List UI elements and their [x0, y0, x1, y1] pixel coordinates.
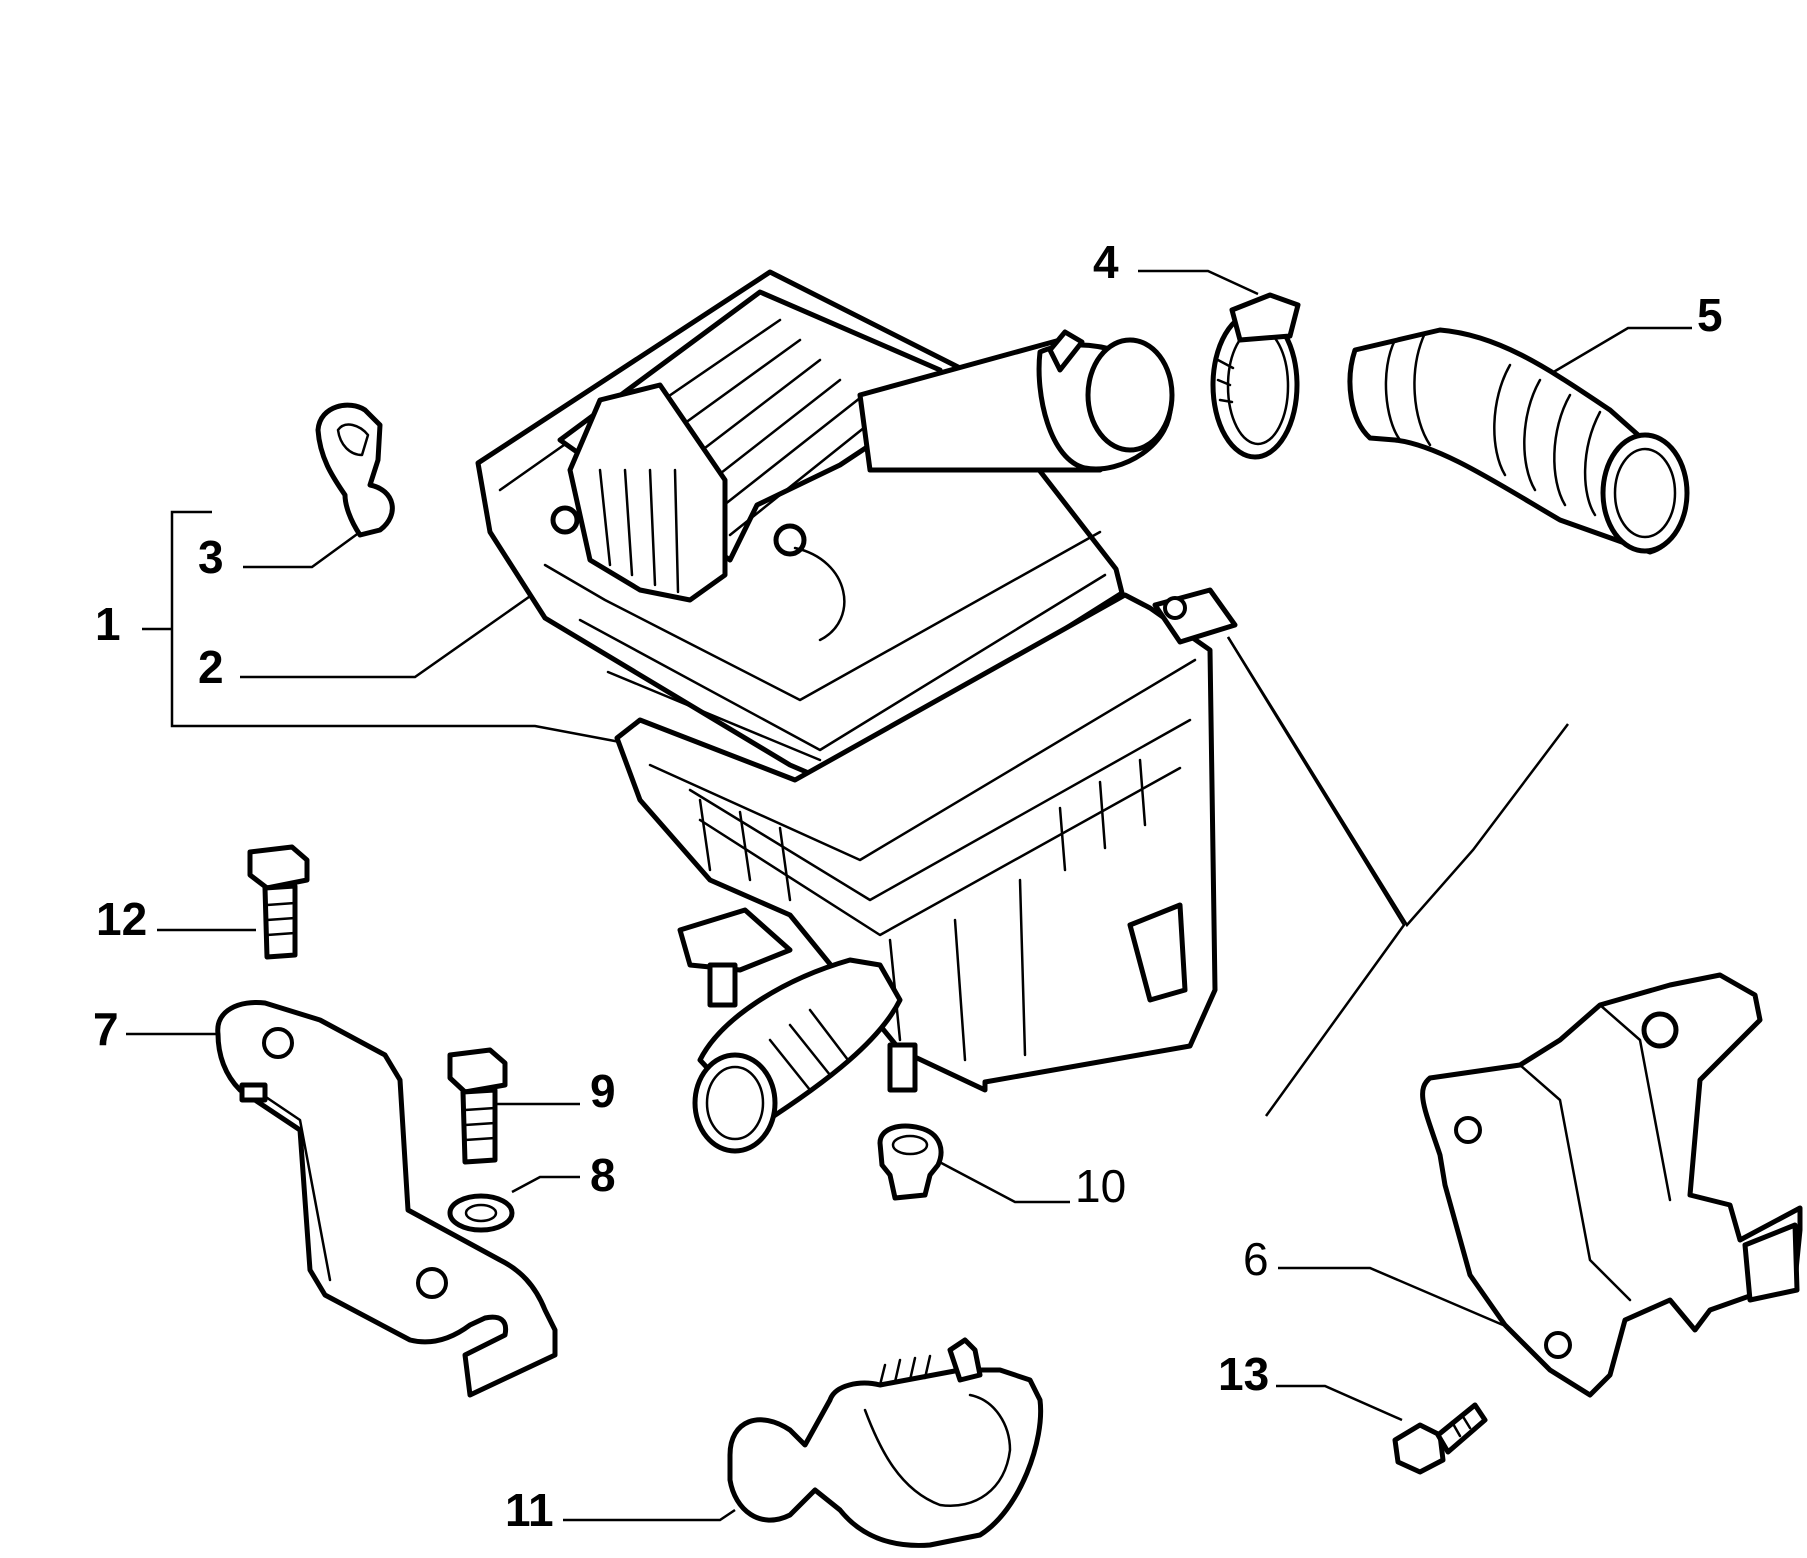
- part-10-grommet: [877, 1123, 944, 1201]
- callout-9: 9: [590, 1065, 616, 1117]
- part-1-housing-body: [614, 587, 1238, 1154]
- callout-13: 13: [1218, 1348, 1269, 1400]
- leader-5: [1539, 326, 1692, 382]
- callout-7: 7: [93, 1003, 119, 1055]
- leader-6-projection-2: [1226, 636, 1406, 1117]
- part-4-hose-clamp: [1210, 292, 1301, 460]
- part-5-intake-hose: [1347, 327, 1690, 555]
- leader-6: [1278, 1266, 1511, 1330]
- part-12-bolt: [247, 844, 310, 960]
- leader-13: [1276, 1384, 1403, 1422]
- leader-8: [511, 1175, 580, 1194]
- part-11-hose-clamp: [727, 1337, 1044, 1548]
- callout-2: 2: [198, 641, 224, 693]
- callout-11: 11: [505, 1484, 554, 1536]
- leader-10: [929, 1155, 1070, 1204]
- part-9-bolt: [447, 1047, 508, 1165]
- leader-lines: [126, 269, 1692, 1522]
- callout-8: 8: [590, 1149, 616, 1201]
- callout-3: 3: [198, 531, 224, 583]
- part-6-mounting-bracket: [1420, 972, 1803, 1398]
- callout-6: 6: [1243, 1233, 1269, 1285]
- leader-2: [240, 590, 537, 679]
- part-2-housing-lid: [475, 269, 1175, 783]
- callout-5: 5: [1697, 289, 1723, 341]
- part-7-support-plate: [215, 999, 558, 1398]
- leader-3: [243, 530, 361, 569]
- leader-4: [1138, 269, 1259, 296]
- leader-6-projection: [1226, 636, 1569, 928]
- callouts: 1 2 3 4 5 6 7 8 9 10 11 12 13: [93, 236, 1723, 1536]
- callout-4: 4: [1093, 236, 1119, 288]
- callout-1: 1: [95, 598, 121, 650]
- part-8-washer: [447, 1193, 515, 1233]
- part-3-clip: [315, 402, 395, 538]
- callout-10: 10: [1075, 1160, 1126, 1212]
- leader-11: [563, 1508, 736, 1522]
- callout-12: 12: [96, 893, 147, 945]
- part-13-bolt: [1392, 1402, 1488, 1475]
- leader-1-bracket: [170, 510, 621, 744]
